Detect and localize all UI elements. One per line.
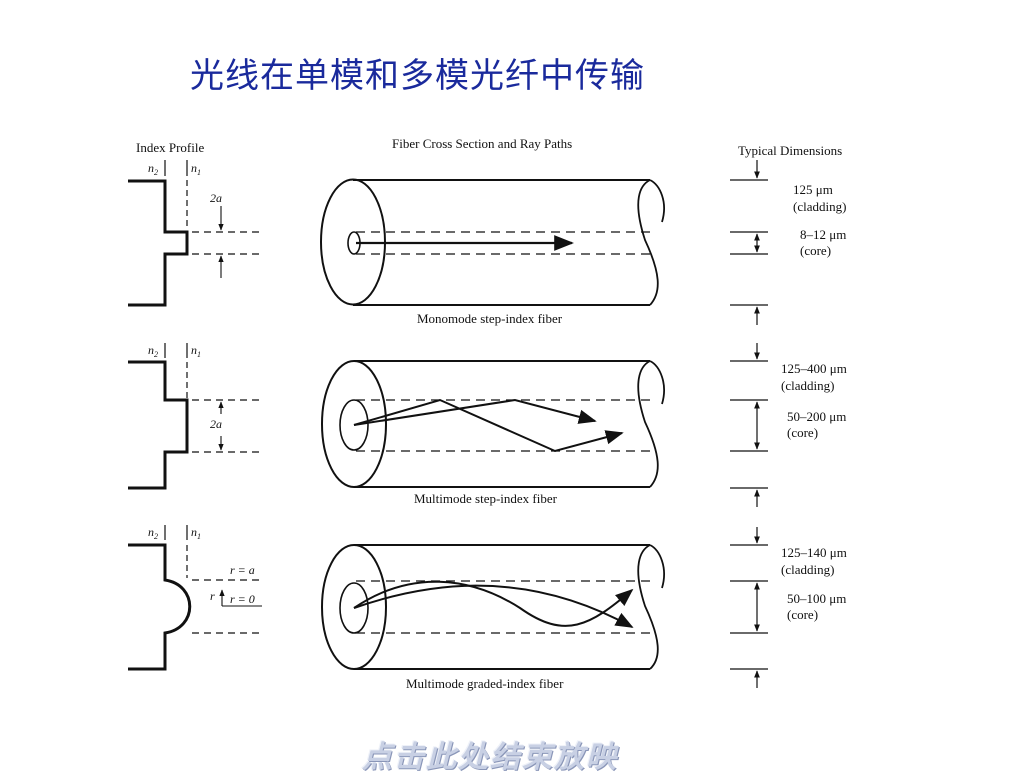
header-cross-section: Fiber Cross Section and Ray Paths <box>392 136 572 151</box>
profile-2a-label: 2a <box>210 417 222 431</box>
dim-cladding-monomode: 125 μm <box>793 182 833 197</box>
dim-cladding-multimode-graded: 125–140 μm <box>781 545 847 560</box>
dimensions-multimode-graded <box>730 527 768 688</box>
slide-title: 光线在单模和多模光纤中传输 <box>190 56 645 96</box>
fiber-monomode <box>320 178 665 306</box>
profile-n1-label: n1 <box>191 161 201 177</box>
caption-multimode-graded: Multimode graded-index fiber <box>406 676 564 691</box>
caption-monomode: Monomode step-index fiber <box>417 311 563 326</box>
end-show-link[interactable]: 点击此处结束放映 <box>362 740 618 775</box>
index-profile-monomode <box>128 160 262 307</box>
dim-core-label-monomode: (core) <box>800 243 831 258</box>
profile-r-eq-a-label: r = a <box>230 563 255 577</box>
index-profile-multimode-graded <box>128 525 262 671</box>
dimensions-multimode-step <box>730 343 768 507</box>
dim-core-label-multimode-step: (core) <box>787 425 818 440</box>
profile-n2-label: n2 <box>148 525 158 541</box>
profile-r-eq-0-label: r = 0 <box>230 592 255 606</box>
profile-2a-label: 2a <box>210 191 222 205</box>
dim-cladding-label-multimode-step: (cladding) <box>781 378 834 393</box>
dimensions-monomode <box>730 160 768 325</box>
header-index-profile: Index Profile <box>136 140 204 155</box>
fiber-multimode-step <box>321 360 665 488</box>
dim-cladding-multimode-step: 125–400 μm <box>781 361 847 376</box>
profile-n1-label: n1 <box>191 525 201 541</box>
caption-multimode-step: Multimode step-index fiber <box>414 491 558 506</box>
profile-n1-label: n1 <box>191 343 201 359</box>
dim-cladding-label-multimode-graded: (cladding) <box>781 562 834 577</box>
dim-cladding-label-monomode: (cladding) <box>793 199 846 214</box>
profile-n2-label: n2 <box>148 161 158 177</box>
dim-core-multimode-graded: 50–100 μm <box>787 591 846 606</box>
dim-core-monomode: 8–12 μm <box>800 227 846 242</box>
profile-n2-label: n2 <box>148 343 158 359</box>
fiber-multimode-graded <box>321 544 665 670</box>
dim-core-multimode-step: 50–200 μm <box>787 409 846 424</box>
index-profile-multimode-step <box>128 343 262 490</box>
dim-core-label-multimode-graded: (core) <box>787 607 818 622</box>
header-dimensions: Typical Dimensions <box>738 143 842 158</box>
profile-r-label: r <box>210 589 215 603</box>
